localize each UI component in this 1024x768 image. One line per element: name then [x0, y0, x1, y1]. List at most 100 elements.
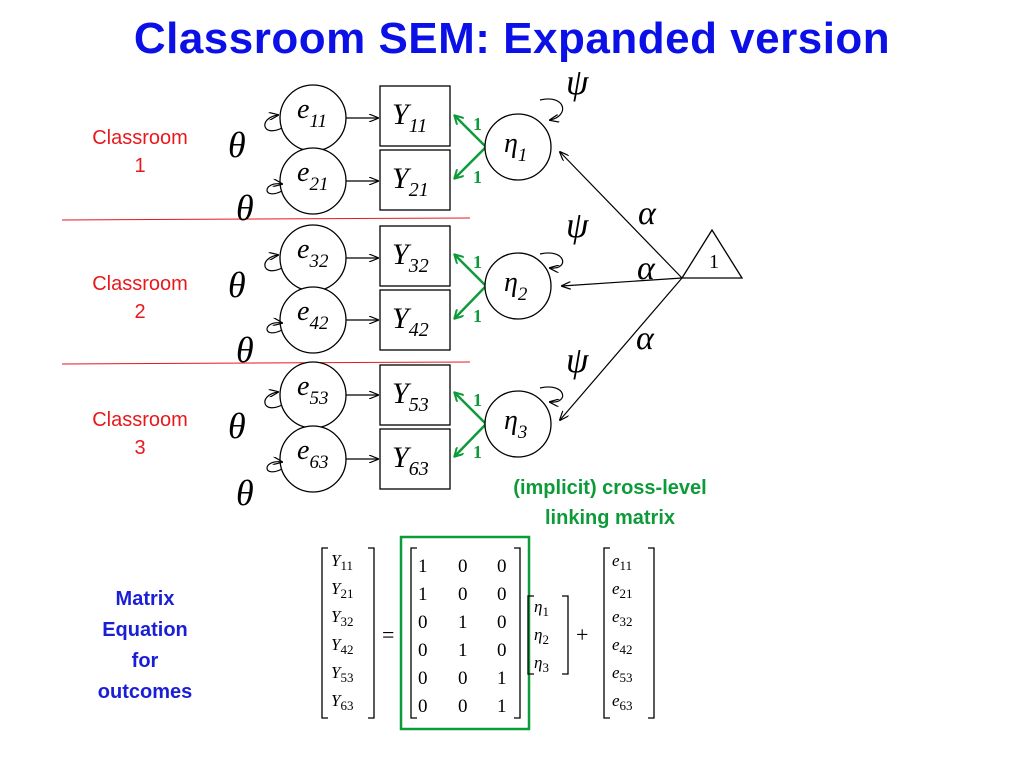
cross-level-line-1: (implicit) cross-level: [513, 477, 707, 499]
matrix-label-line-4: outcomes: [97, 681, 193, 703]
loading-value: 1: [473, 306, 482, 326]
matrix-cell: 0: [458, 668, 468, 689]
loading-arrow: [455, 393, 487, 425]
variance-loop: [264, 255, 283, 272]
lhs-entry: Y42: [331, 635, 353, 657]
error-entry: e11: [612, 551, 632, 573]
matrix-label-line-2: Equation: [102, 619, 188, 641]
equals-sign: =: [382, 622, 394, 647]
classroom-divider: [61, 361, 471, 365]
matrix-cell: 0: [418, 612, 428, 633]
svg-text:e63: e63: [297, 435, 328, 473]
svg-text:Y63: Y63: [392, 441, 429, 480]
psi-symbol: ψ: [566, 205, 589, 245]
mean-path-arrow: [562, 277, 683, 286]
matrix-label-line-1: Matrix: [115, 588, 175, 610]
bracket: [368, 547, 375, 719]
svg-text:e32: e32: [297, 234, 329, 272]
classroom-3-word: Classroom: [92, 409, 188, 431]
matrix-cell: 0: [458, 584, 468, 605]
eta-entry: η1: [534, 597, 549, 619]
matrix-cell: 0: [497, 640, 507, 661]
latent-node: η2: [484, 252, 552, 320]
svg-text:η3: η3: [504, 405, 527, 443]
loading-arrow: [455, 116, 487, 148]
classroom-1-number: 1: [134, 155, 146, 177]
mean-path-arrow: [560, 277, 683, 420]
constant-triangle: [680, 228, 744, 279]
theta-symbol: θ: [228, 265, 246, 305]
loading-arrow: [455, 285, 487, 318]
svg-text:e42: e42: [297, 296, 329, 334]
matrix-cell: 0: [418, 640, 428, 661]
matrix-cell: 1: [418, 556, 428, 577]
classroom-2-label: Classroom 2: [65, 270, 215, 326]
observed-node: Y53: [379, 364, 451, 426]
classroom-3-label: Classroom 3: [65, 406, 215, 462]
variance-loop: [264, 115, 283, 132]
lhs-entry: Y63: [331, 691, 353, 713]
classroom-2-number: 2: [134, 301, 146, 323]
error-entry: e42: [612, 635, 633, 657]
theta-symbol: θ: [236, 188, 254, 228]
loading-value: 1: [473, 252, 482, 272]
bracket: [410, 547, 417, 719]
bracket: [648, 547, 655, 719]
observed-node: Y63: [379, 428, 451, 490]
classroom-1-label: Classroom 1: [65, 124, 215, 180]
lhs-entry: Y53: [331, 663, 353, 685]
matrix-cell: 0: [497, 612, 507, 633]
latent-node: η3: [484, 390, 552, 458]
matrix-cell: 1: [418, 584, 428, 605]
loading-value: 1: [473, 167, 482, 187]
loading-value: 1: [473, 114, 482, 134]
matrix-equation: Y11 Y21 Y32 Y42 Y53 Y63 = 1 0 0 1 0 0 0 …: [321, 535, 655, 731]
svg-text:Y21: Y21: [392, 162, 429, 201]
error-node: e11: [279, 84, 347, 152]
psi-symbol: ψ: [566, 62, 589, 102]
eta-entry: η3: [534, 653, 549, 675]
matrix-cell: 1: [497, 696, 507, 717]
lhs-entry: Y11: [331, 551, 353, 573]
theta-symbol: θ: [236, 330, 254, 370]
loading-arrow: [455, 255, 487, 287]
observed-node: Y32: [379, 225, 451, 287]
mean-path-arrow: [560, 152, 683, 279]
page-title: Classroom SEM: Expanded version: [133, 14, 891, 63]
matrix-cell: 0: [418, 696, 428, 717]
svg-text:η2: η2: [504, 267, 528, 305]
alpha-symbol: α: [636, 320, 655, 357]
matrix-cell: 0: [418, 668, 428, 689]
matrix-cell: 0: [497, 584, 507, 605]
error-node: e63: [279, 425, 347, 493]
bracket: [321, 547, 328, 719]
svg-text:e21: e21: [297, 157, 328, 195]
variance-loop: [264, 392, 283, 409]
variance-loop: [539, 98, 564, 120]
svg-text:Y42: Y42: [392, 302, 429, 341]
observed-node: Y11: [379, 85, 451, 147]
error-node: e21: [279, 147, 347, 215]
error-node: e53: [279, 361, 347, 429]
classroom-1-word: Classroom: [92, 127, 188, 149]
observed-node: Y42: [379, 289, 451, 351]
lhs-entry: Y21: [331, 579, 353, 601]
lhs-entry: Y32: [331, 607, 353, 629]
cross-level-line-2: linking matrix: [544, 507, 676, 529]
psi-symbol: ψ: [566, 340, 589, 380]
svg-text:Y53: Y53: [392, 377, 429, 416]
observed-node: Y21: [379, 149, 451, 211]
bracket: [603, 547, 610, 719]
loading-value: 1: [473, 390, 482, 410]
error-entry: e21: [612, 579, 633, 601]
plus-sign: +: [576, 622, 588, 647]
loading-arrow: [455, 146, 487, 178]
classroom-3-number: 3: [134, 437, 146, 459]
classroom-divider: [61, 217, 471, 221]
variance-loop: [266, 323, 282, 334]
theta-symbol: θ: [228, 125, 246, 165]
alpha-symbol: α: [637, 250, 656, 287]
matrix-cell: 1: [497, 668, 507, 689]
